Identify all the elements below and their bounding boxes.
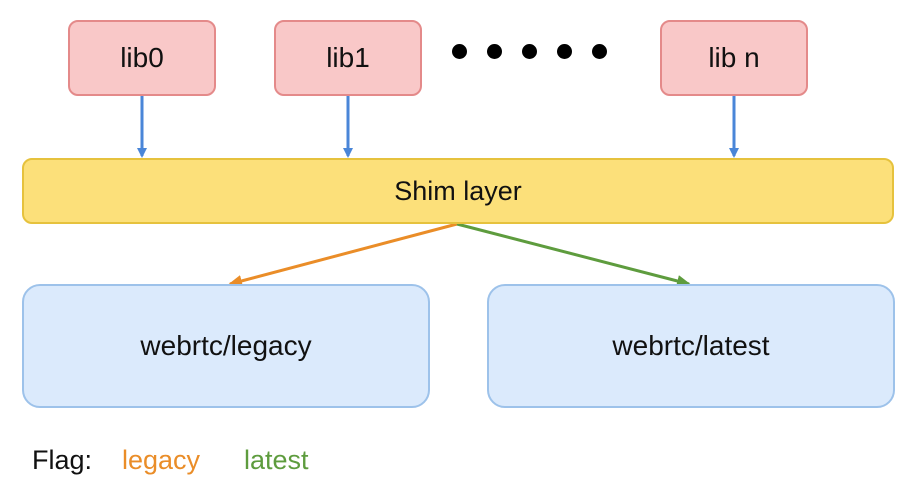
libn-label: lib n <box>708 42 760 73</box>
ellipsis-dot <box>487 44 502 59</box>
ellipsis-dot <box>522 44 537 59</box>
legend-latest: latest <box>244 445 309 475</box>
shim-layer-box: Shim layer <box>22 158 894 224</box>
legend-title: Flag: <box>32 445 93 475</box>
ellipsis-dot <box>592 44 607 59</box>
webrtc-legacy-label: webrtc/legacy <box>140 330 312 361</box>
arrow-shim-to-legacy <box>228 222 458 287</box>
lib0-label: lib0 <box>120 42 164 73</box>
webrtc-legacy-box: webrtc/legacy <box>22 284 430 408</box>
webrtc-latest-box: webrtc/latest <box>487 284 895 408</box>
ellipsis-dot <box>557 44 572 59</box>
lib1-box: lib1 <box>274 20 422 96</box>
legend-legacy: legacy <box>122 445 201 475</box>
shim-layer-label: Shim layer <box>394 175 522 206</box>
ellipsis-dot <box>452 44 467 59</box>
arrow-shim-to-latest <box>456 222 691 287</box>
lib0-box: lib0 <box>68 20 216 96</box>
flag-legend: Flag: legacy latest <box>32 445 309 476</box>
ellipsis-dots <box>452 44 607 59</box>
libn-box: lib n <box>660 20 808 96</box>
webrtc-latest-label: webrtc/latest <box>612 330 770 361</box>
lib1-label: lib1 <box>326 42 370 73</box>
